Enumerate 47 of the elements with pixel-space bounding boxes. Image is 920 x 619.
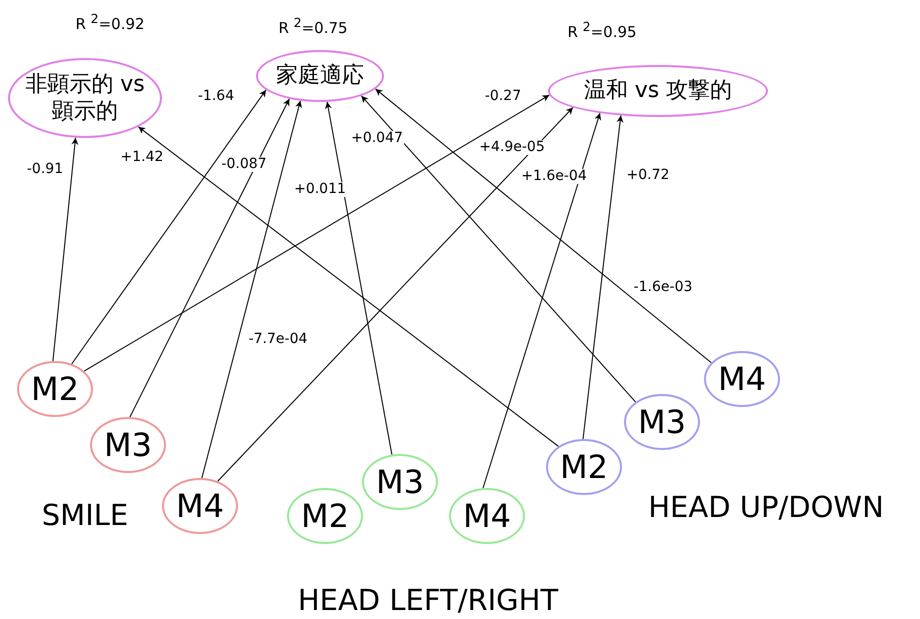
arrow [138,126,559,447]
arrow [129,98,290,418]
node-label: M3 [376,462,424,502]
node-label: M4 [176,486,224,526]
edge-label: +1.6e-04 [520,169,588,184]
r-squared-label: R $^{2}$=0.75 [278,15,348,37]
arrow [201,100,302,479]
arrow [375,88,712,364]
ellipse-node [449,488,525,544]
ellipse-node [362,454,438,510]
arrow [324,101,392,456]
edge-label: -0.087 [220,157,268,172]
ellipse-node [287,488,363,544]
edge-label: +0.047 [350,131,404,146]
node-label: 非顕示的 vs 顕示的 [25,70,145,126]
ellipse-node [256,50,384,102]
node-label: M2 [560,447,608,487]
ellipse-node [162,478,238,534]
arrow [582,114,624,440]
node-label: M4 [718,359,766,399]
edge-label: +4.9e-05 [478,140,546,156]
arrow [52,137,78,362]
edge-label: +0.011 [293,182,347,198]
ellipse-node [8,58,162,138]
arrow [84,94,550,372]
group-label: HEAD UP/DOWN [648,490,884,524]
arrow [360,95,636,402]
r-squared-label: R $^{2}$=0.95 [567,19,637,41]
ellipse-node [17,361,93,417]
arrow [71,89,266,364]
arrow [217,107,574,482]
ellipse-node [548,65,768,117]
r-squared-label: R $^{2}$=0.92 [75,11,145,33]
group-label: SMILE [42,498,128,532]
node-label: M3 [104,425,152,465]
node-label: M3 [638,402,686,442]
ellipse-node [704,351,780,407]
group-label: HEAD LEFT/RIGHT [298,583,558,617]
ellipse-node [90,417,166,473]
node-label: 家庭適応 [276,62,364,90]
node-label: M2 [31,369,79,409]
arrow [482,112,602,489]
node-label: M4 [463,496,511,536]
node-label: 温和 vs 攻撃的 [584,77,732,105]
node-label: M2 [301,496,349,536]
ellipse-node [624,394,700,450]
ellipse-node [546,439,622,495]
